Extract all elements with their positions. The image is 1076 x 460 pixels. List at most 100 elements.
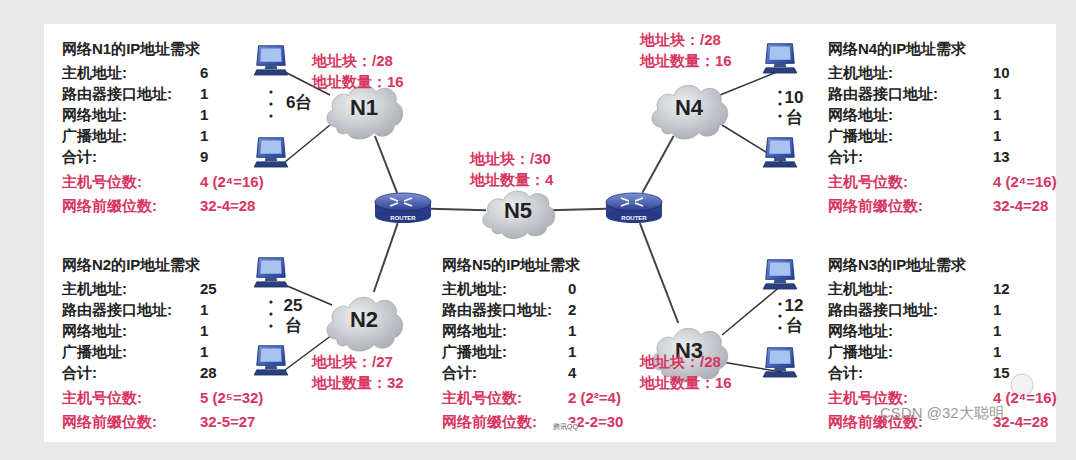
field-name: 合计: <box>442 364 477 382</box>
field-value: 32-4=28 <box>200 197 255 215</box>
address-block: 地址块：/28 <box>640 353 721 371</box>
network-link <box>374 223 398 292</box>
field-value: 4 (2⁴=16) <box>993 173 1057 191</box>
field-name: 路由器接口地址: <box>828 301 938 319</box>
field-value: 12 <box>993 280 1010 298</box>
field-value: 1 <box>200 85 208 103</box>
watermark: CSDN @32大聪明 <box>880 404 1004 422</box>
table-title: 网络N2的IP地址需求 <box>62 256 200 274</box>
field-name: 主机号位数: <box>442 389 522 407</box>
network-cloud: N5 <box>478 180 558 242</box>
network-cloud: N2 <box>322 285 406 355</box>
field-name: 广播地址: <box>828 127 893 145</box>
field-value: 9 <box>200 148 208 166</box>
field-value: 15 <box>993 364 1010 382</box>
field-value: 1 <box>993 85 1001 103</box>
address-block: 地址块：/27 <box>312 353 393 371</box>
field-name: 主机地址: <box>828 64 893 82</box>
field-name: 路由器接口地址: <box>62 85 172 103</box>
field-name: 广播地址: <box>62 127 127 145</box>
field-value: 0 <box>568 280 576 298</box>
field-value: 1 <box>200 322 208 340</box>
router-caption: ROUTER <box>605 215 663 221</box>
field-name: 广播地址: <box>828 343 893 361</box>
field-name: 主机地址: <box>442 280 507 298</box>
table-title: 网络N4的IP地址需求 <box>828 40 966 58</box>
field-value: 1 <box>200 106 208 124</box>
field-value: 28 <box>200 364 217 382</box>
table-title: 网络N1的IP地址需求 <box>62 40 200 58</box>
field-name: 广播地址: <box>62 343 127 361</box>
field-value: 10 <box>993 64 1010 82</box>
field-name: 网络地址: <box>828 322 893 340</box>
field-value: 6 <box>200 64 208 82</box>
field-name: 网络地址: <box>62 106 127 124</box>
field-name: 网络地址: <box>62 322 127 340</box>
address-count: 地址数量：4 <box>470 171 553 189</box>
field-value: 1 <box>993 106 1001 124</box>
field-value: 1 <box>200 127 208 145</box>
network-name: N4 <box>647 95 731 121</box>
field-value: 1 <box>200 343 208 361</box>
address-block: 地址块：/30 <box>470 150 551 168</box>
field-name: 主机地址: <box>62 64 127 82</box>
field-name: 路由器接口地址: <box>828 85 938 103</box>
router-icon: ROUTER <box>374 192 432 224</box>
address-block: 地址块：/28 <box>640 31 721 49</box>
network-link <box>550 209 606 210</box>
network-link <box>642 136 673 193</box>
address-block: 地址块：/28 <box>312 52 393 70</box>
address-count: 地址数量：32 <box>312 374 404 392</box>
router-caption: ROUTER <box>374 215 432 221</box>
field-name: 网络前缀位数: <box>442 413 537 431</box>
host-count: 10 台 <box>783 88 805 128</box>
field-name: 网络前缀位数: <box>62 197 157 215</box>
network-link <box>640 223 678 323</box>
field-value: 1 <box>568 343 576 361</box>
table-title: 网络N5的IP地址需求 <box>442 256 580 274</box>
router-icon: ROUTER <box>605 192 663 224</box>
network-link <box>375 136 397 193</box>
field-name: 网络地址: <box>828 106 893 124</box>
field-name: 主机地址: <box>62 280 127 298</box>
field-value: 1 <box>200 301 208 319</box>
network-cloud: N4 <box>647 73 731 143</box>
field-name: 主机号位数: <box>828 173 908 191</box>
address-count: 地址数量：16 <box>312 73 404 91</box>
field-name: 合计: <box>828 148 863 166</box>
field-value: 4 (2⁴=16) <box>200 173 264 191</box>
host-count: 12 台 <box>783 296 805 336</box>
table-title: 网络N3的IP地址需求 <box>828 256 966 274</box>
field-name: 合计: <box>828 364 863 382</box>
network-name: N2 <box>322 307 406 333</box>
field-name: 主机地址: <box>828 280 893 298</box>
field-value: 2 (2²=4) <box>568 389 621 407</box>
field-value: 25 <box>200 280 217 298</box>
field-value: 1 <box>993 322 1001 340</box>
address-count: 地址数量：16 <box>640 52 732 70</box>
field-value: 5 (2⁵=32) <box>200 389 263 407</box>
network-link <box>431 209 486 210</box>
field-value: 2 <box>568 301 576 319</box>
host-count: 25 台 <box>282 296 304 336</box>
field-name: 网络前缀位数: <box>828 197 923 215</box>
field-value: 32-4=28 <box>993 197 1048 215</box>
field-value: 1 <box>568 322 576 340</box>
field-name: 主机号位数: <box>62 389 142 407</box>
field-value: 32-5=27 <box>200 413 255 431</box>
field-name: 主机号位数: <box>62 173 142 191</box>
watermark: 腾讯QQ <box>553 423 578 431</box>
address-count: 地址数量：16 <box>640 374 732 392</box>
field-name: 网络地址: <box>442 322 507 340</box>
field-name: 合计: <box>62 364 97 382</box>
field-name: 合计: <box>62 148 97 166</box>
host-count: 6台 <box>286 94 312 112</box>
field-value: 4 <box>568 364 576 382</box>
field-value: 1 <box>993 343 1001 361</box>
field-value: 1 <box>993 301 1001 319</box>
field-name: 路由器接口地址: <box>62 301 172 319</box>
network-name: N1 <box>322 95 406 121</box>
field-name: 广播地址: <box>442 343 507 361</box>
field-name: 路由器接口地址: <box>442 301 552 319</box>
network-name: N5 <box>478 198 558 224</box>
